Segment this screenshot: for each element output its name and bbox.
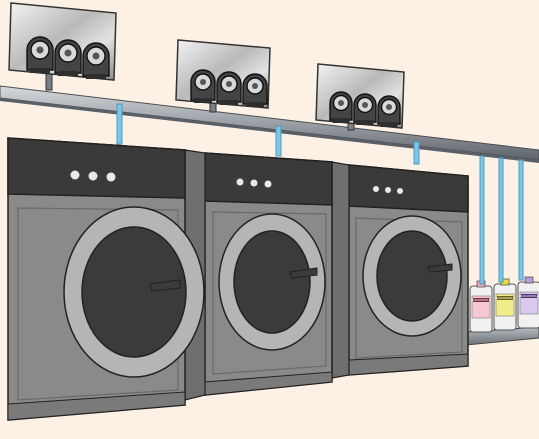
container-label-text: RODAPIDELL — [472, 298, 491, 302]
control-dot — [89, 172, 98, 181]
peristaltic-pump-icon — [378, 96, 400, 127]
peristaltic-pump-icon — [191, 70, 215, 103]
peristaltic-pump-icon — [243, 74, 267, 107]
peristaltic-pump-icon — [330, 92, 352, 123]
peristaltic-pump-icon — [55, 40, 81, 76]
tube — [117, 104, 122, 144]
pump-unit-2 — [176, 40, 270, 112]
control-dot — [107, 173, 116, 182]
washing-machine-3 — [349, 165, 468, 375]
control-dot — [373, 186, 379, 192]
tube — [480, 156, 484, 284]
washer-control-panel — [205, 153, 332, 205]
washer-side — [332, 162, 349, 378]
chemical-container-1: RODAPIDELL — [470, 281, 492, 332]
control-dot — [385, 187, 391, 193]
control-dot — [237, 179, 244, 186]
washer-door-window — [82, 227, 186, 357]
tube — [519, 160, 523, 280]
control-dot — [71, 171, 80, 180]
washer-door-window — [377, 231, 447, 321]
peristaltic-pump-icon — [83, 43, 109, 79]
container-label-text: RODAPIDELL — [520, 294, 539, 298]
tube — [414, 142, 419, 164]
container-label-text: RODAPIDELL — [496, 296, 515, 300]
chemical-container-2: RODAPIDELL — [494, 279, 516, 330]
chemical-container-3: RODAPIDELL — [518, 277, 539, 328]
peristaltic-pump-icon — [217, 72, 241, 105]
peristaltic-pump-icon — [27, 37, 53, 73]
control-dot — [251, 180, 258, 187]
control-dot — [397, 188, 403, 194]
washing-machine-2 — [205, 153, 349, 395]
tube — [499, 158, 503, 282]
tube — [276, 126, 281, 156]
pump-unit-3 — [316, 64, 404, 130]
washing-machine-1 — [8, 138, 205, 420]
peristaltic-pump-icon — [354, 94, 376, 125]
container-cap — [525, 277, 533, 283]
control-dot — [265, 181, 272, 188]
washer-door-window — [234, 231, 310, 333]
